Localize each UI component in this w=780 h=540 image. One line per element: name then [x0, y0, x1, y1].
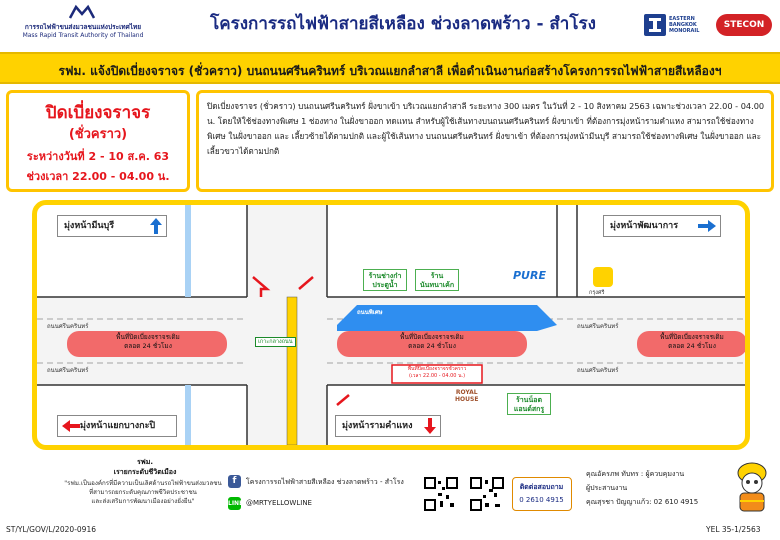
zone-center-line1: พื้นที่ปิดเบี่ยงจราจรเดิม — [400, 333, 464, 341]
contact-phone: 0 2610 4915 — [519, 496, 564, 504]
closure-summary-box: ปิดเบี่ยงจราจร (ชั่วคราว) ระหว่างวันที่ … — [6, 90, 190, 192]
shop2-line1: ร้าน — [430, 272, 444, 280]
document-code: ST/YL/GOV/L/2020-0916 — [6, 525, 96, 534]
dir-minburi-text: มุ่งหน้ามีนบุรี — [64, 221, 115, 231]
closure-subtitle: (ชั่วคราว) — [68, 127, 128, 142]
closure-zone-center — [337, 331, 527, 357]
mrta-name-en: Mass Rapid Transit Authority of Thailand — [22, 32, 144, 39]
road-label-srinakarin-1: ถนนศรีนครินทร์ — [47, 323, 89, 330]
special-lane — [337, 305, 557, 331]
dir-bangkapi-text: มุ่งหน้าแยกบางกะปิ — [80, 421, 156, 431]
document-version: YEL 35-1/2563 — [706, 525, 761, 534]
monorail-icon — [644, 14, 666, 36]
shop3-line1: ร้านน็อต — [515, 396, 542, 404]
new-closure-label-box — [391, 364, 483, 384]
new-zone-line2: (เวลา 22.00 - 04.00 น.) — [408, 373, 466, 379]
closure-detail-box: ปิดเบี่ยงจราจร (ชั่วคราว) บนถนนศรีนครินท… — [196, 90, 774, 192]
footer-mrta-title: รฟม. — [137, 458, 153, 466]
zone-label-center: พื้นที่ปิดเบี่ยงจราจรเดิมตลอด 24 ชั่วโมง — [367, 333, 497, 351]
line-text: @MRTYELLOWLINE — [246, 499, 312, 507]
facebook-link[interactable]: f โครงการรถไฟฟ้าสายสีเหลือง ช่วงลาดพร้าว… — [228, 475, 418, 489]
royal-line1: ROYAL — [455, 389, 478, 396]
zone-west-line1: พื้นที่ปิดเบี่ยงจราจรเดิม — [116, 333, 180, 341]
contact-person-1-role: ผู้ประสานงาน — [586, 484, 628, 492]
shop3-line2: แอนด์สกรู — [513, 405, 545, 413]
closure-zone-east — [637, 331, 745, 357]
royal-line2: HOUSE — [455, 396, 479, 403]
dir-phatthanakan-text: มุ่งหน้าพัฒนาการ — [610, 221, 679, 231]
mrta-name-th: การรถไฟฟ้าขนส่งมวลชนแห่งประเทศไทย — [24, 23, 142, 31]
closure-title: ปิดเบี่ยงจราจร — [45, 103, 151, 123]
arrow-left-icon — [62, 420, 80, 432]
quote-line-3: และส่งเสริมการพัฒนาเมืองอย่างยั่งยืน" — [91, 498, 195, 505]
project-title: โครงการรถไฟฟ้าสายสีเหลือง ช่วงลาดพร้าว -… — [210, 14, 596, 34]
road-label-srinakarin-4: ถนนศรีนครินทร์ — [577, 367, 619, 374]
krungsri-icon — [593, 267, 613, 287]
direction-minburi: มุ่งหน้ามีนบุรี — [57, 215, 167, 237]
worker-mascot-icon — [737, 462, 767, 512]
stecon-logo: STECON — [716, 14, 772, 36]
shop2-line2: นันทนาเค้ก — [419, 281, 455, 289]
eastern-bangkok-monorail-logo: EASTERN BANGKOK MONORAIL — [644, 12, 704, 40]
direction-bangkapi: มุ่งหน้าแยกบางกะปิ — [57, 415, 177, 437]
eb-line-1: EASTERN — [669, 16, 695, 22]
line-icon: LINE — [228, 497, 243, 510]
qr-code-icon-2[interactable] — [470, 477, 504, 511]
pure-logo: PURE — [513, 269, 546, 282]
new-closure-label: พื้นที่ปิดเบี่ยงจราจรชั่วคราว(เวลา 22.00… — [392, 366, 482, 380]
new-zone-line1: พื้นที่ปิดเบี่ยงจราจรชั่วคราว — [407, 366, 467, 372]
footer-mrta-slogan: เรายกระดับชีวิตเมือง — [113, 468, 177, 476]
header: การรถไฟฟ้าขนส่งมวลชนแห่งประเทศไทย Mass R… — [0, 0, 780, 52]
facebook-text: โครงการรถไฟฟ้าสายสีเหลือง ช่วงลาดพร้าว -… — [246, 478, 404, 486]
quote-line-2: ที่สามารถยกระดับคุณภาพชีวิตประชาชน — [89, 489, 197, 496]
special-lane-label: ถนนพิเศษ — [357, 309, 383, 316]
shop1-line2: ประตูน้ำ — [372, 281, 398, 289]
median-strip — [286, 296, 298, 445]
mrta-mark-icon — [68, 4, 96, 19]
line-link[interactable]: LINE @MRTYELLOWLINE — [228, 497, 418, 511]
arrow-right-icon — [698, 220, 716, 232]
zone-east-line1: พื้นที่ปิดเบี่ยงจราจรเดิม — [660, 333, 724, 341]
contact-person-1: คุณอัครภพ ทับทร : ผู้ควบคุมงาน — [586, 470, 685, 478]
shop-chang-ka: ร้านช่างก๋าประตูน้ำ — [363, 269, 407, 291]
dir-ramkhamhaeng-text: มุ่งหน้ารามคำแหง — [342, 421, 413, 431]
zone-east-line2: ตลอด 24 ชั่วโมง — [668, 342, 716, 350]
announcement-bar: รฟม. แจ้งปิดเบี่ยงจราจร (ชั่วคราว) บนถนน… — [0, 52, 780, 84]
quote-line-1: "รฟม.เป็นองค์กรที่มีความเป็นเลิศด้านรถไฟ… — [64, 480, 222, 487]
shop1-line1: ร้านช่างก๋า — [368, 272, 402, 280]
footer: รฟม. เรายกระดับชีวิตเมือง "รฟม.เป็นองค์ก… — [0, 455, 780, 540]
contact-person-2: คุณสุรชา ปัญญาแก้ว: 02 610 4915 — [586, 498, 699, 506]
shop-nantana-cake: ร้านนันทนาเค้ก — [415, 269, 459, 291]
eb-line-2: BANGKOK — [669, 22, 697, 28]
zone-label-west: พื้นที่ปิดเบี่ยงจราจรเดิมตลอด 24 ชั่วโมง — [83, 333, 213, 351]
zone-center-line2: ตลอด 24 ชั่วโมง — [408, 342, 456, 350]
zone-west-line2: ตลอด 24 ชั่วโมง — [124, 342, 172, 350]
closure-detail-text: ปิดเบี่ยงจราจร (ชั่วคราว) บนถนนศรีนครินท… — [207, 101, 765, 156]
eb-line-3: MONORAIL — [669, 28, 700, 34]
eastern-bangkok-text: EASTERN BANGKOK MONORAIL — [669, 16, 699, 34]
mrta-logo: การรถไฟฟ้าขนส่งมวลชนแห่งประเทศไทย Mass R… — [8, 4, 158, 48]
krungsri-label: กรุงศรี — [589, 290, 605, 296]
contact-title: ติดต่อสอบถาม — [519, 483, 564, 491]
facebook-icon: f — [228, 475, 241, 488]
closure-dates: ระหว่างวันที่ 2 - 10 ส.ค. 63 — [26, 150, 170, 163]
arrow-down-icon — [424, 418, 436, 434]
shop-nut-and-screw: ร้านน็อตแอนด์สกรู — [507, 393, 551, 415]
contact-box: ติดต่อสอบถาม 0 2610 4915 — [512, 477, 572, 511]
announcement-text: รฟม. แจ้งปิดเบี่ยงจราจร (ชั่วคราว) บนถนน… — [58, 64, 722, 78]
road-label-srinakarin-2: ถนนศรีนครินทร์ — [47, 367, 89, 374]
road-label-srinakarin-3: ถนนศรีนครินทร์ — [577, 323, 619, 330]
zone-label-east: พื้นที่ปิดเบี่ยงจราจรเดิมตลอด 24 ชั่วโมง — [637, 333, 745, 351]
median-label: เกาะกลางถนน — [255, 337, 296, 347]
footer-mrta-quote: "รฟม.เป็นองค์กรที่มีความเป็นเลิศด้านรถไฟ… — [18, 479, 268, 506]
closure-time: ช่วงเวลา 22.00 - 04.00 น. — [26, 170, 170, 183]
qr-code-icon[interactable] — [424, 477, 458, 511]
direction-ramkhamhaeng: มุ่งหน้ารามคำแหง — [335, 415, 441, 437]
arrow-up-icon — [150, 218, 162, 234]
traffic-map: มุ่งหน้ามีนบุรี มุ่งหน้าพัฒนาการ มุ่งหน้… — [32, 200, 750, 450]
closure-zone-west — [67, 331, 227, 357]
map-drawing — [37, 205, 745, 445]
direction-phatthanakan: มุ่งหน้าพัฒนาการ — [603, 215, 721, 237]
